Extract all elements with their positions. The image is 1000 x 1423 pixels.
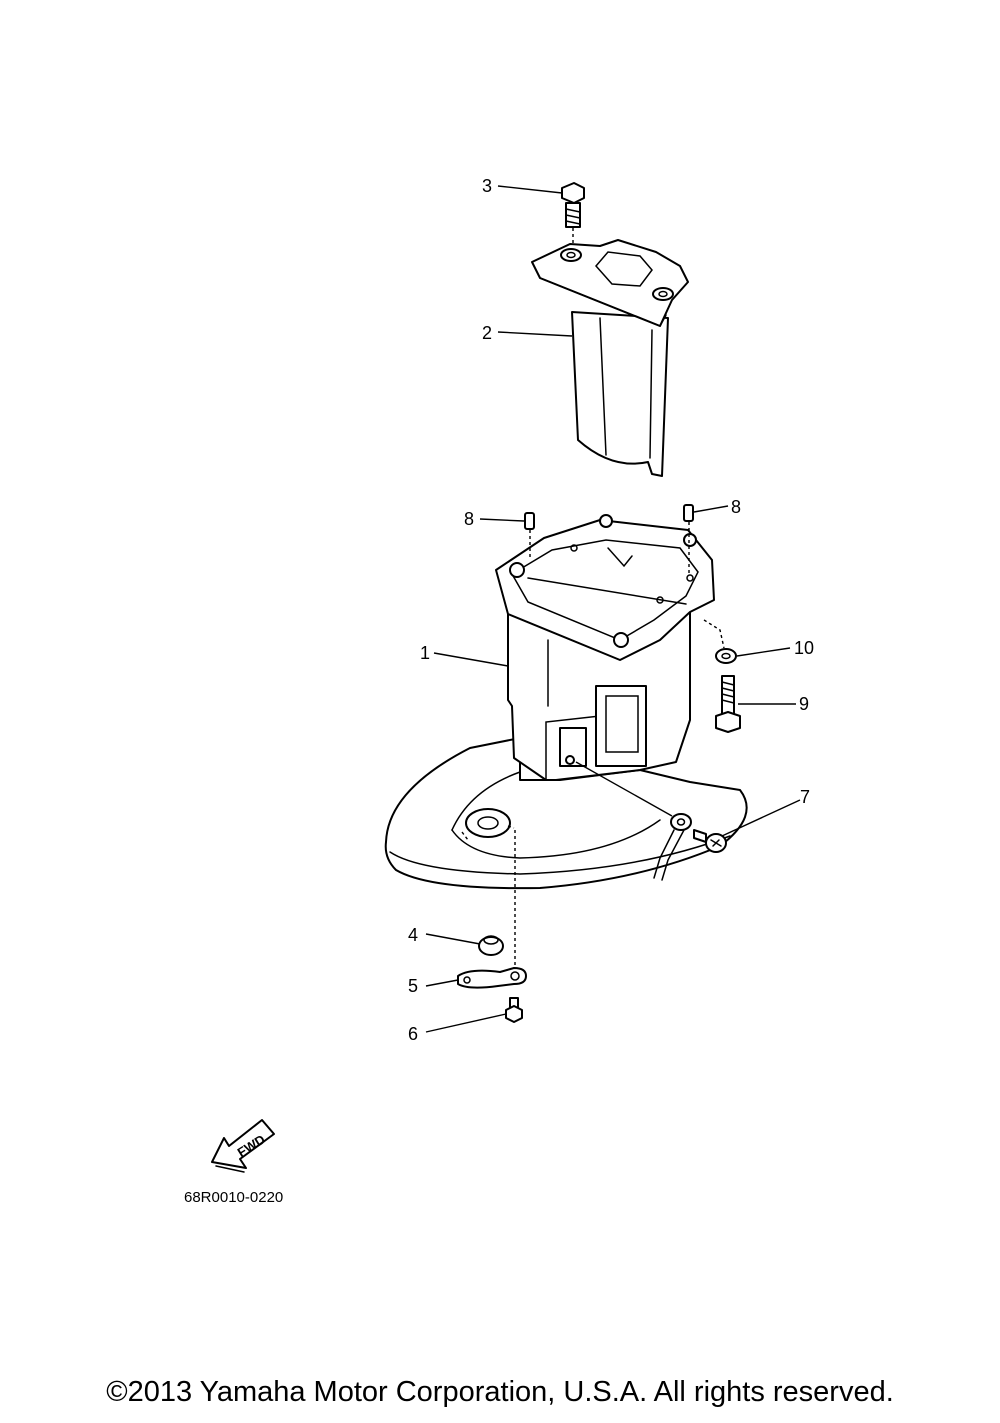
callout-4: 4 bbox=[408, 925, 418, 945]
ground-lead bbox=[575, 761, 692, 881]
part-8-dowel-pin-right[interactable] bbox=[683, 504, 694, 575]
leader-6 bbox=[425, 1013, 507, 1033]
part-9-bolt[interactable] bbox=[715, 675, 741, 733]
callout-6: 6 bbox=[408, 1024, 418, 1044]
leader-10 bbox=[736, 647, 791, 657]
part-1-upper-casing[interactable] bbox=[384, 514, 748, 890]
fwd-arrow-icon: FWD bbox=[211, 1119, 275, 1173]
leader-2 bbox=[497, 331, 573, 337]
callout-9: 9 bbox=[799, 694, 809, 714]
callout-8-left: 8 bbox=[464, 509, 474, 529]
callout-1: 1 bbox=[420, 643, 430, 663]
leader-4 bbox=[425, 933, 481, 945]
callout-10: 10 bbox=[794, 638, 814, 658]
leader-3 bbox=[497, 185, 563, 194]
leader-1 bbox=[433, 652, 509, 667]
callout-8-right: 8 bbox=[731, 497, 741, 517]
leader-8-right bbox=[693, 505, 729, 513]
part-5-gasket[interactable] bbox=[457, 967, 527, 989]
leader-7 bbox=[721, 799, 801, 837]
part-6-bolt[interactable] bbox=[505, 997, 523, 1023]
leader-8-left bbox=[479, 518, 525, 522]
callout-5: 5 bbox=[408, 976, 418, 996]
diagram-code: 68R0010-0220 bbox=[184, 1189, 283, 1206]
part-7-screw[interactable] bbox=[693, 829, 727, 853]
part-10-washer[interactable] bbox=[703, 619, 737, 664]
part-8-dowel-pin-left[interactable] bbox=[524, 512, 535, 560]
part-4-grommet[interactable] bbox=[478, 935, 504, 956]
leader-5 bbox=[425, 979, 459, 987]
part-2-exhaust-guide[interactable] bbox=[531, 239, 689, 477]
callout-2: 2 bbox=[482, 323, 492, 343]
part-3-bolt[interactable] bbox=[561, 182, 585, 252]
callout-3: 3 bbox=[482, 176, 492, 196]
callout-7: 7 bbox=[800, 787, 810, 807]
copyright-notice: ©2013 Yamaha Motor Corporation, U.S.A. A… bbox=[106, 1376, 894, 1408]
